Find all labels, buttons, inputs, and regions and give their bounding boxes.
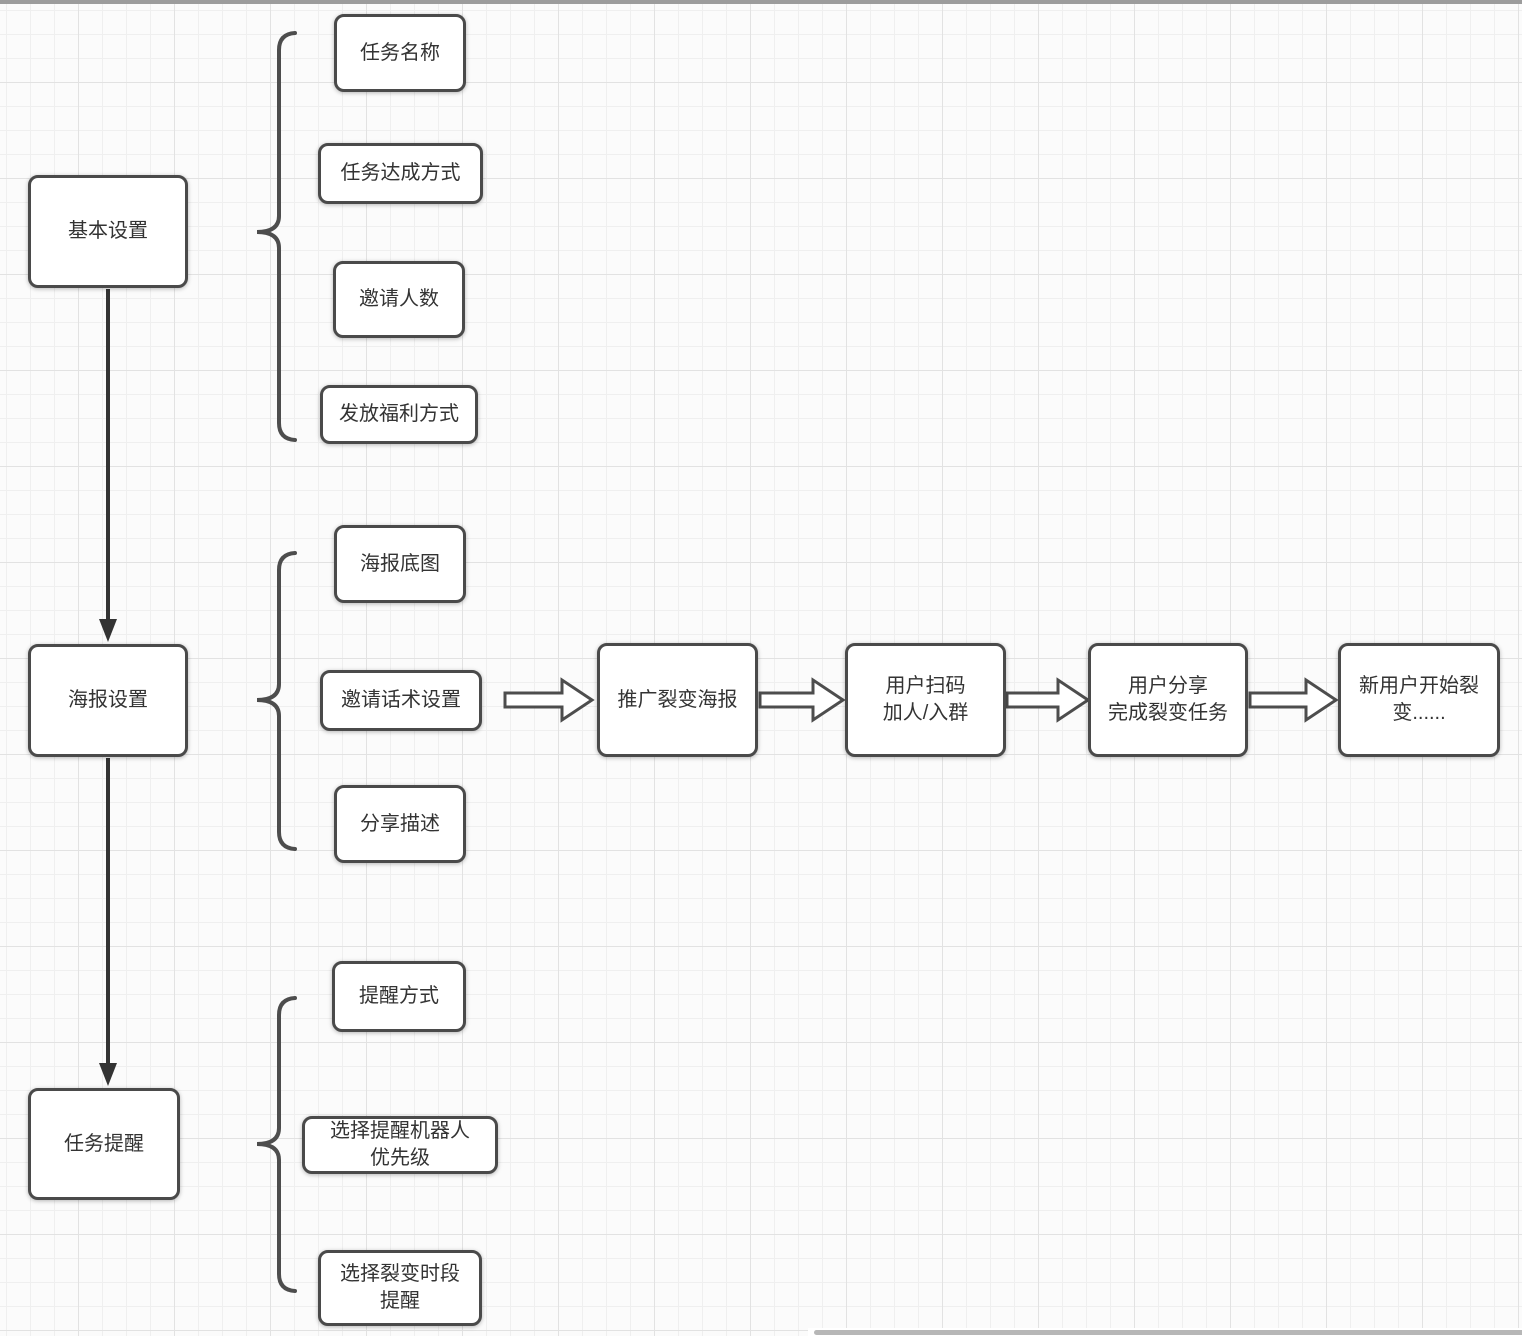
node-user-scan[interactable]: 用户扫码 加人/入群 — [845, 643, 1006, 757]
node-basic-settings[interactable]: 基本设置 — [28, 175, 188, 288]
top-edge-bar — [0, 0, 1522, 4]
node-remind-method[interactable]: 提醒方式 — [332, 961, 466, 1032]
block-arrow-poster-to-scan — [758, 677, 846, 723]
node-task-reminder[interactable]: 任务提醒 — [28, 1088, 180, 1200]
node-invite-count[interactable]: 邀请人数 — [333, 261, 465, 338]
node-fission-period-remind[interactable]: 选择裂变时段 提醒 — [318, 1250, 482, 1326]
node-welfare-method[interactable]: 发放福利方式 — [320, 385, 478, 444]
block-arrow-scan-to-share — [1005, 677, 1091, 723]
brace-poster-settings-group — [256, 551, 297, 851]
node-promo-poster[interactable]: 推广裂变海报 — [597, 643, 758, 757]
node-task-name[interactable]: 任务名称 — [334, 14, 466, 92]
brace-task-reminder-group — [256, 996, 297, 1293]
node-new-user-fission[interactable]: 新用户开始裂 变...... — [1338, 643, 1500, 757]
node-remind-robot-priority[interactable]: 选择提醒机器人 优先级 — [302, 1116, 498, 1174]
block-arrow-share-to-newuser — [1248, 677, 1339, 723]
brace-basic-settings-group — [256, 31, 297, 442]
block-arrow-script-to-poster — [503, 677, 595, 723]
connector-arrow-poster-to-reminder — [99, 758, 117, 1086]
horizontal-scrollbar-thumb[interactable] — [814, 1330, 1522, 1335]
connector-arrow-basic-to-poster — [99, 289, 117, 642]
node-task-method[interactable]: 任务达成方式 — [318, 143, 483, 204]
node-poster-base[interactable]: 海报底图 — [334, 525, 466, 603]
node-poster-settings[interactable]: 海报设置 — [28, 644, 188, 757]
node-invite-script[interactable]: 邀请话术设置 — [320, 670, 482, 731]
node-share-desc[interactable]: 分享描述 — [334, 785, 466, 863]
node-user-share[interactable]: 用户分享 完成裂变任务 — [1088, 643, 1248, 757]
